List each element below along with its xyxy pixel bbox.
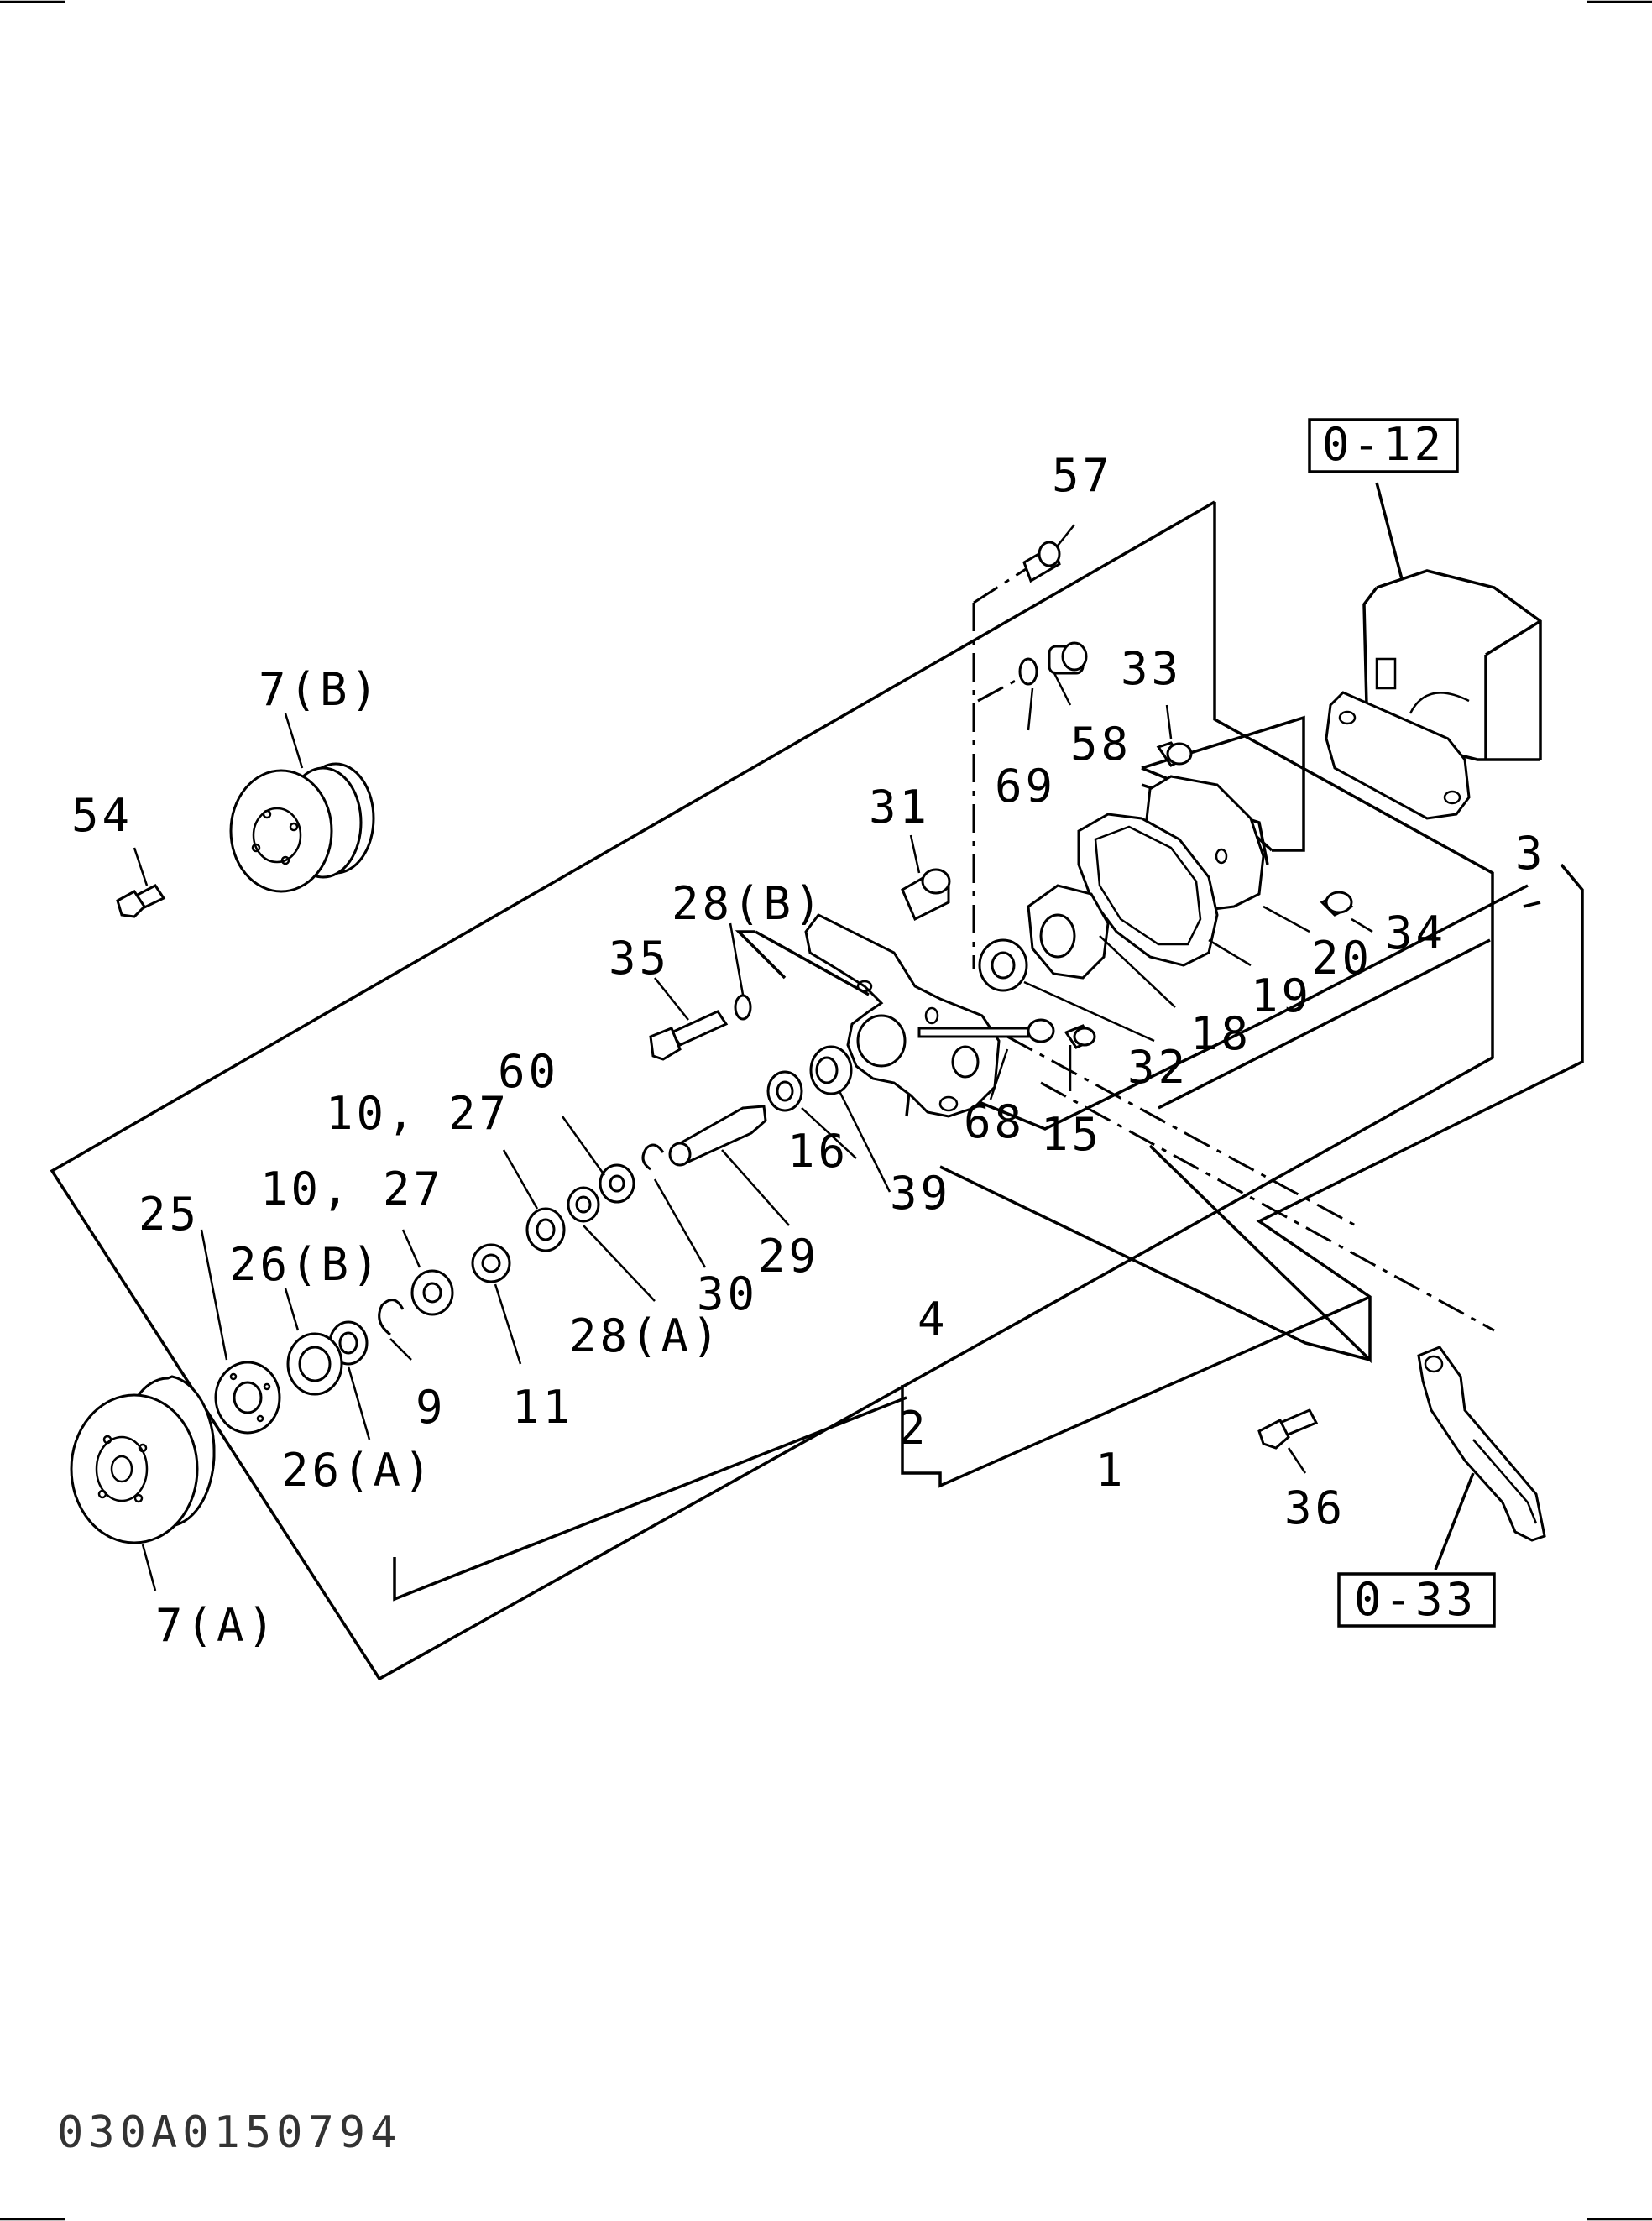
- label-68: 68: [964, 1095, 1025, 1148]
- seal-26b-part: [286, 1332, 343, 1396]
- shaft-29-part: [668, 1105, 767, 1167]
- label-69: 69: [995, 760, 1056, 813]
- collar-31-part: [901, 868, 951, 922]
- label-26a: 26(A): [281, 1444, 435, 1497]
- label-10-27-lower: 10, 27: [260, 1163, 444, 1215]
- label-1: 1: [1095, 1444, 1127, 1497]
- label-20: 20: [1311, 932, 1372, 985]
- label-39: 39: [890, 1167, 951, 1220]
- label-35: 35: [609, 932, 670, 985]
- leader-lines: [133, 524, 1373, 1591]
- bolt-34-part: [1320, 891, 1354, 917]
- washer-16-part: [766, 1070, 803, 1112]
- label-54: 54: [71, 789, 133, 842]
- seal-32-part: [978, 938, 1028, 992]
- label-10-27-upper: 10, 27: [326, 1087, 510, 1140]
- bolt-68-part: [917, 1018, 1055, 1043]
- bracket-lines: [393, 715, 1584, 1602]
- label-34: 34: [1385, 907, 1446, 959]
- label-11: 11: [512, 1381, 573, 1434]
- label-28a: 28(A): [569, 1309, 723, 1362]
- diagram-code: 030A0150794: [57, 2108, 401, 2158]
- part-labels: 57 7(B) 33 58 69 54 31 3 28(B) 34 35 20 …: [71, 449, 1546, 1652]
- label-7b: 7(B): [259, 663, 381, 716]
- label-25: 25: [139, 1188, 200, 1241]
- label-4: 4: [917, 1293, 949, 1346]
- label-36: 36: [1284, 1482, 1346, 1534]
- bolt-36-part: [1257, 1408, 1319, 1450]
- snap-ring-9-part: [378, 1299, 405, 1336]
- label-57: 57: [1052, 449, 1113, 502]
- label-15: 15: [1041, 1108, 1102, 1161]
- label-26b: 26(B): [229, 1238, 383, 1291]
- hub-25-part: [214, 1361, 281, 1435]
- reference-box-0-12[interactable]: 0-12: [1308, 418, 1459, 473]
- bolt-35-part: [649, 1010, 729, 1061]
- label-29: 29: [758, 1230, 819, 1283]
- label-9: 9: [416, 1381, 447, 1434]
- pulley-7a-part: [70, 1375, 216, 1544]
- bolt-54-part: [116, 884, 166, 918]
- plug-57-part: [1022, 541, 1061, 583]
- label-7a: 7(A): [155, 1599, 278, 1652]
- impeller-18-part: [1027, 884, 1110, 980]
- washer-69-part: [1018, 657, 1038, 686]
- snap-ring-30-part: [641, 1143, 665, 1171]
- bearing-10-27-lower-part: [410, 1269, 454, 1316]
- spacer-60-part: [599, 1163, 635, 1204]
- reference-box-0-33-label: 0-33: [1354, 1573, 1477, 1626]
- engine-gasket-part: [1325, 691, 1471, 820]
- label-16: 16: [787, 1125, 849, 1178]
- label-2: 2: [898, 1402, 929, 1455]
- label-31: 31: [869, 781, 930, 834]
- spacer-11-part: [471, 1243, 511, 1283]
- label-28b: 28(B): [672, 877, 825, 930]
- pump-body-part: [804, 913, 1001, 1118]
- label-32: 32: [1127, 1041, 1189, 1094]
- label-30: 30: [697, 1267, 758, 1320]
- bearing-10-27-upper-part: [567, 1186, 600, 1223]
- label-58: 58: [1070, 718, 1132, 771]
- reference-box-0-33[interactable]: 0-33: [1337, 1572, 1496, 1628]
- adjusting-plate-part: [1417, 1346, 1546, 1542]
- label-18: 18: [1190, 1007, 1252, 1060]
- label-3: 3: [1515, 827, 1546, 880]
- bolt-15-part: [1064, 1024, 1096, 1049]
- label-33: 33: [1121, 642, 1182, 695]
- label-60: 60: [498, 1045, 559, 1098]
- pulley-7b-part: [229, 762, 375, 893]
- label-19: 19: [1251, 969, 1312, 1022]
- assembly-frame-outline: [50, 500, 1494, 1681]
- reference-box-0-12-label: 0-12: [1322, 418, 1445, 471]
- gasket-19-part: [1077, 813, 1219, 967]
- washer-28b-part: [734, 994, 752, 1021]
- bolt-33-part: [1156, 741, 1193, 767]
- bearing-10-27-middle-part: [525, 1207, 566, 1252]
- plug-58-part: [1048, 641, 1088, 675]
- seal-39-part: [809, 1045, 853, 1095]
